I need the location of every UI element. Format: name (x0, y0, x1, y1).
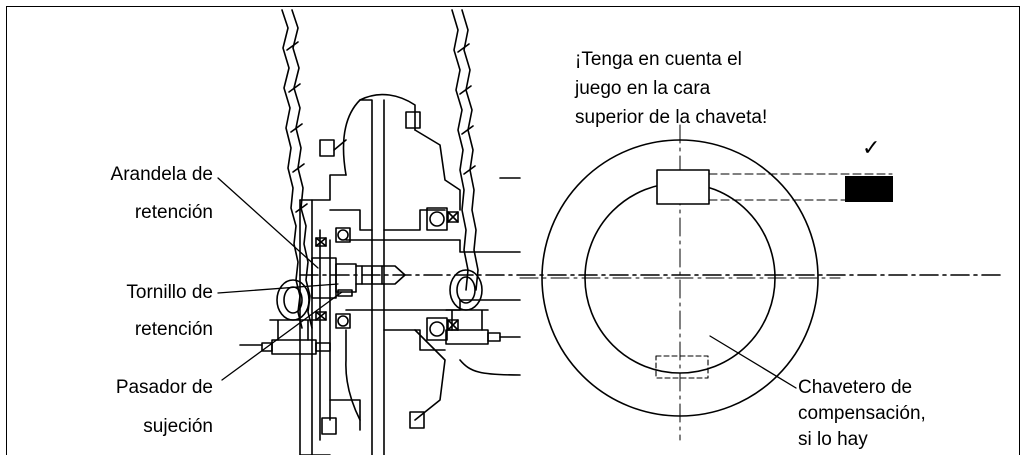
check-mark: ✓ (862, 135, 881, 160)
keyway-note-line1: Chavetero de (798, 377, 913, 398)
note-line2: juego en la cara (575, 78, 711, 99)
leader-pin (221, 291, 343, 381)
compensation-keyway (655, 355, 709, 379)
keyway-note-line2: compensación, (798, 403, 926, 424)
lifting-chain-right (451, 9, 479, 291)
shaft-section-view (519, 124, 893, 441)
label-pin-line2: sujeción (143, 416, 213, 437)
shackle-right (445, 269, 521, 345)
leader-keyway (709, 335, 797, 389)
leader-screw (217, 283, 339, 294)
key-detail-filled (845, 176, 893, 202)
label-washer-line1: Arandela de (110, 164, 213, 185)
leader-washer (217, 177, 319, 269)
label-washer-line2: retención (134, 202, 213, 223)
label-screw-line2: retención (134, 319, 213, 340)
diagram-frame (6, 6, 1020, 455)
leader-lines (217, 177, 797, 389)
label-pin-line1: Pasador de (115, 377, 213, 398)
coupling-housing (299, 93, 1001, 455)
note-line1: ¡Tenga en cuenta el (575, 49, 742, 70)
keyway-note-line3: si lo hay (798, 429, 868, 450)
key-outline (656, 169, 710, 205)
lifting-chain-left (281, 9, 313, 329)
note-line3: superior de la chaveta! (575, 107, 768, 128)
label-screw-line1: Tornillo de (126, 282, 213, 303)
